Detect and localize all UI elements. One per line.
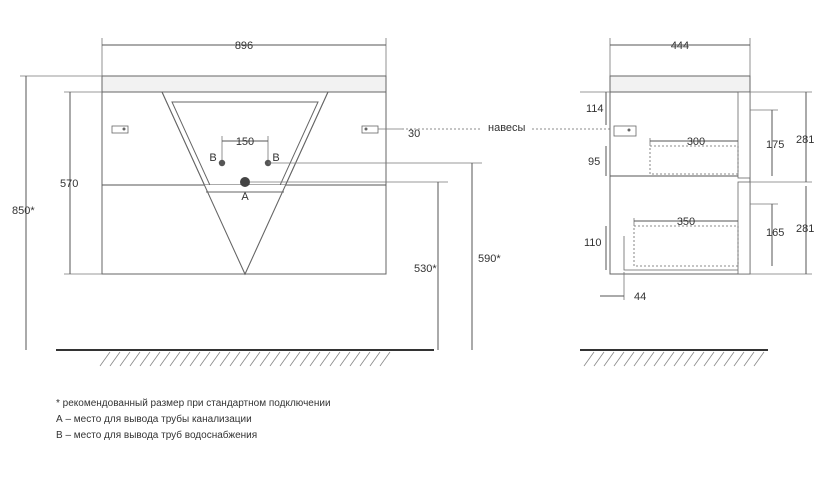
- hatch-line: [269, 351, 281, 367]
- hatch-line: [379, 351, 391, 367]
- hatch-line: [199, 351, 211, 367]
- hatch-line: [703, 351, 715, 367]
- side-hinge-icon: [613, 125, 637, 137]
- side-body: [609, 91, 751, 275]
- hatch-line: [259, 351, 271, 367]
- hatch-line: [663, 351, 675, 367]
- hatch-line: [743, 351, 755, 367]
- drawer2-depth-label: 350: [677, 216, 695, 228]
- drawer2-offset-label: 110: [584, 237, 602, 249]
- hatch-line: [169, 351, 181, 367]
- hatch-line: [349, 351, 361, 367]
- hatch-line: [189, 351, 201, 367]
- drain-height-label: 530*: [414, 263, 437, 275]
- section-bottom-label: 281: [796, 223, 814, 235]
- drawer1-outline: [649, 145, 739, 175]
- hatch-line: [329, 351, 341, 367]
- drawer-front-bottom: [737, 181, 751, 275]
- hatch-line: [279, 351, 291, 367]
- hatch-line: [643, 351, 655, 367]
- hatch-line: [593, 351, 605, 367]
- supply-point-left: [218, 159, 226, 167]
- hatch-line: [583, 351, 595, 367]
- hatch-line: [239, 351, 251, 367]
- hatch-line: [149, 351, 161, 367]
- drawer2-outline: [633, 225, 739, 267]
- note-recommended: * рекомендованный размер при стандартном…: [56, 398, 331, 409]
- side-countertop: [609, 75, 751, 93]
- label-b-left: B: [209, 152, 216, 164]
- side-view: 444 300 350 114 95 110: [580, 38, 814, 367]
- hatch-line: [603, 351, 615, 367]
- hatch-line: [733, 351, 745, 367]
- supply-height-label: 590*: [478, 253, 501, 265]
- drawer1-height-label: 175: [766, 139, 784, 151]
- countertop: [101, 75, 387, 93]
- floor-hatch-side: [583, 351, 765, 367]
- hatch-line: [673, 351, 685, 367]
- hatch-line: [179, 351, 191, 367]
- hatch-line: [119, 351, 131, 367]
- drawer1-depth-label: 300: [687, 136, 705, 148]
- hatch-line: [299, 351, 311, 367]
- hinges-label: навесы: [488, 122, 526, 134]
- hatch-line: [753, 351, 765, 367]
- hatch-line: [683, 351, 695, 367]
- hatch-line: [369, 351, 381, 367]
- hatch-line: [623, 351, 635, 367]
- gap-label: 44: [634, 291, 646, 303]
- hatch-line: [99, 351, 111, 367]
- drawer2-height-label: 165: [766, 227, 784, 239]
- body-height-label: 570: [60, 178, 78, 190]
- label-b-right: B: [272, 152, 279, 164]
- label-a: A: [241, 191, 249, 203]
- hatch-line: [309, 351, 321, 367]
- offset-label: 30: [408, 128, 420, 140]
- hatch-line: [129, 351, 141, 367]
- hatch-line: [713, 351, 725, 367]
- hatch-line: [219, 351, 231, 367]
- hinge-left-icon: [111, 125, 129, 134]
- hatch-line: [653, 351, 665, 367]
- legend-notes: * рекомендованный размер при стандартном…: [56, 396, 331, 444]
- note-drain: А – место для вывода трубы канализации: [56, 414, 252, 425]
- drawer1-offset-label: 95: [588, 156, 600, 168]
- hatch-line: [109, 351, 121, 367]
- front-view: 896 30 150 B B A: [12, 38, 501, 367]
- note-supply: В – место для вывода труб водоснабжения: [56, 430, 258, 441]
- hatch-line: [359, 351, 371, 367]
- hatch-line: [229, 351, 241, 367]
- hatch-line: [723, 351, 735, 367]
- pipe-spacing-label: 150: [236, 136, 254, 148]
- total-height-label: 850*: [12, 205, 35, 217]
- hatch-line: [139, 351, 151, 367]
- hatch-line: [339, 351, 351, 367]
- section-top-label: 281: [796, 134, 814, 146]
- top-offset-label: 114: [586, 103, 604, 115]
- hatch-line: [633, 351, 645, 367]
- hatch-line: [159, 351, 171, 367]
- hatch-line: [693, 351, 705, 367]
- drawer-front-top: [737, 91, 751, 179]
- width-label: 896: [235, 40, 253, 52]
- hatch-line: [613, 351, 625, 367]
- floor-hatch-front: [99, 351, 391, 367]
- drain-point: [240, 177, 250, 187]
- siphon-cutout: [623, 236, 738, 271]
- hatch-line: [289, 351, 301, 367]
- hatch-line: [249, 351, 261, 367]
- hatch-line: [319, 351, 331, 367]
- depth-label: 444: [671, 40, 689, 52]
- hinge-right-icon: [361, 125, 379, 134]
- hatch-line: [209, 351, 221, 367]
